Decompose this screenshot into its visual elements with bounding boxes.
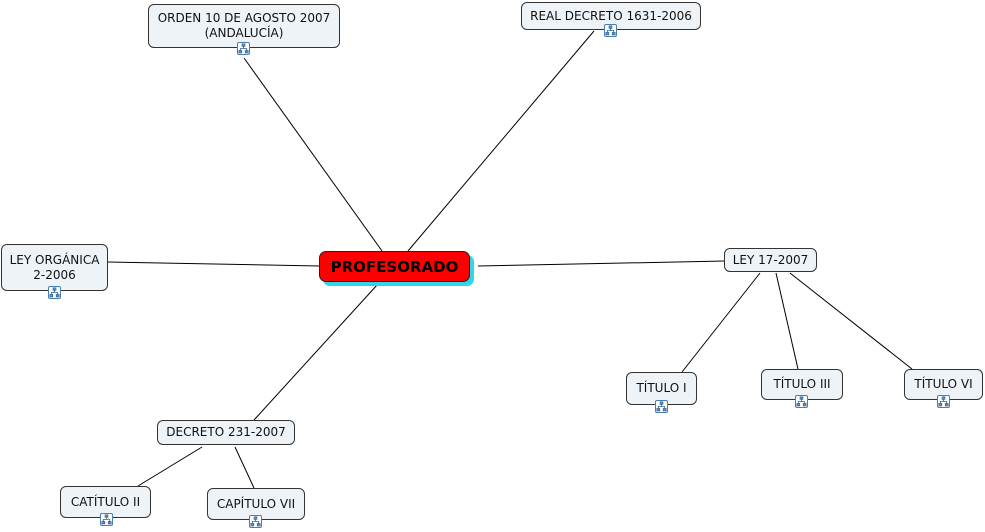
node-ley-17-2007[interactable]: LEY 17-2007: [724, 248, 817, 272]
node-titulo-i[interactable]: TÍTULO I: [626, 372, 697, 405]
node-orden-10-agosto-2007[interactable]: ORDEN 10 DE AGOSTO 2007 (ANDALUCÍA): [148, 4, 340, 48]
node-label: DECRETO 231-2007: [166, 425, 286, 439]
concept-map-link-icon[interactable]: [937, 395, 950, 408]
connector-ley-17: [477, 260, 726, 267]
node-label: LEY ORGÁNICA 2-2006: [9, 252, 100, 282]
concept-map-link-icon[interactable]: [604, 24, 617, 37]
connector-catitulo-ii: [137, 446, 203, 487]
node-label: CAPÍTULO VII: [216, 496, 296, 511]
node-label: ORDEN 10 DE AGOSTO 2007 (ANDALUCÍA): [157, 11, 331, 40]
connector-titulo-vi: [789, 272, 913, 370]
connector-capitulo-vii: [234, 446, 255, 489]
node-label: TÍTULO VI: [914, 377, 973, 391]
node-titulo-vi[interactable]: TÍTULO VI: [904, 369, 983, 400]
node-label: TÍTULO III: [773, 377, 831, 391]
node-label: LEY 17-2007: [732, 252, 809, 267]
concept-map-link-icon[interactable]: [655, 400, 668, 413]
concept-map-link-icon[interactable]: [100, 513, 113, 526]
node-catitulo-ii[interactable]: CATÍTULO II: [60, 486, 151, 518]
node-titulo-iii[interactable]: TÍTULO III: [761, 369, 843, 400]
node-ley-organica-2-2006[interactable]: LEY ORGÁNICA 2-2006: [1, 244, 108, 291]
node-capitulo-vii[interactable]: CAPÍTULO VII: [207, 488, 305, 520]
concept-map-link-icon[interactable]: [249, 515, 262, 528]
concept-map-link-icon[interactable]: [795, 395, 808, 408]
connector-real-decreto: [407, 30, 595, 252]
concept-map-link-icon[interactable]: [48, 286, 61, 299]
node-label: REAL DECRETO 1631-2006: [530, 8, 692, 23]
connector-decreto-231: [253, 283, 379, 421]
node-label: TÍTULO I: [636, 381, 687, 395]
connector-titulo-i: [681, 272, 761, 373]
node-decreto-231-2007[interactable]: DECRETO 231-2007: [157, 420, 295, 445]
node-label: CATÍTULO II: [70, 494, 141, 509]
connector-titulo-iii: [775, 272, 799, 370]
central-topic-label: PROFESORADO: [330, 257, 459, 276]
concept-map-link-icon[interactable]: [237, 42, 250, 55]
central-topic-profesorado[interactable]: PROFESORADO: [319, 251, 470, 282]
connector-orden: [243, 57, 383, 252]
connector-ley-organica: [107, 261, 320, 267]
